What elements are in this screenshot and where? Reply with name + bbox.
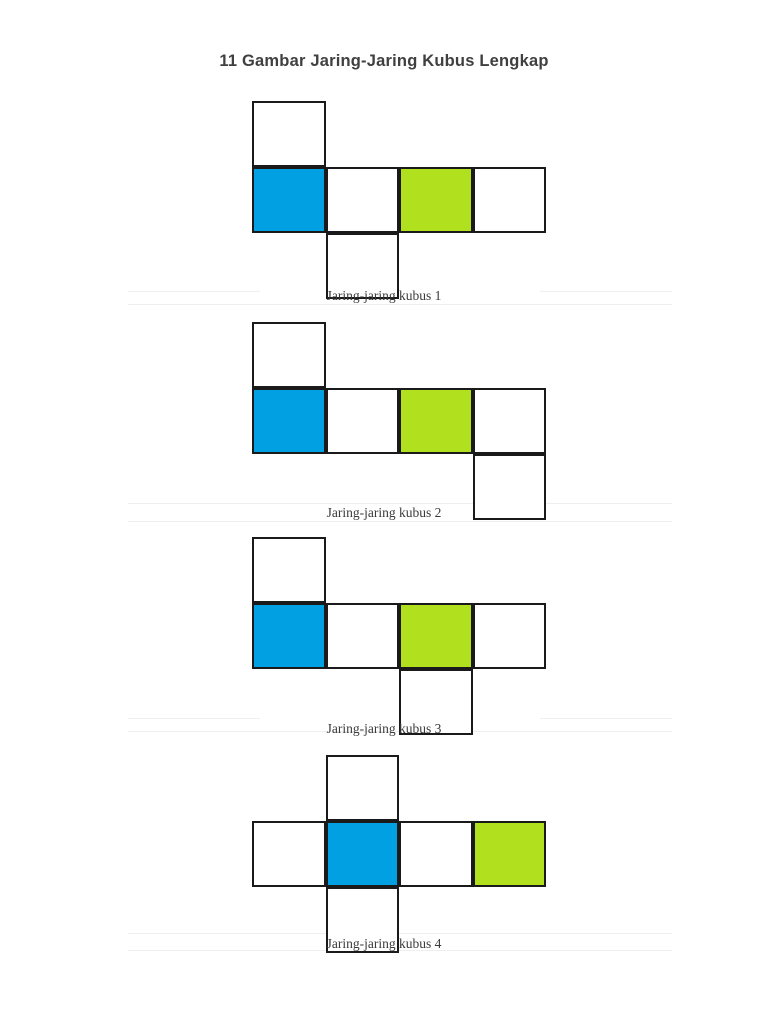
net-cell-white — [325, 233, 399, 299]
cube-net-4 — [252, 755, 546, 953]
page-rule — [128, 503, 672, 504]
net-cell-white — [252, 537, 326, 603]
cube-net-1 — [252, 101, 546, 299]
net-cell-white — [252, 322, 326, 388]
net-cell-blue — [325, 821, 399, 887]
figure-caption-3: Jaring-jaring kubus 3 — [326, 721, 442, 736]
page-rule — [128, 291, 260, 292]
net-cell-white — [472, 167, 546, 233]
net-cell-white — [252, 821, 326, 887]
page-rule — [128, 521, 672, 522]
net-cell-green — [399, 603, 473, 669]
page-rule — [540, 291, 672, 292]
net-cell-white — [472, 388, 546, 454]
page-rule — [128, 304, 672, 305]
cube-net-2 — [252, 322, 546, 520]
net-cell-green — [399, 388, 473, 454]
page-rule — [540, 718, 672, 719]
net-cell-white — [399, 669, 473, 735]
net-cell-blue — [252, 388, 326, 454]
page-rule — [128, 933, 672, 934]
net-cell-white — [399, 821, 473, 887]
net-cell-white — [472, 454, 546, 520]
figure-caption-4: Jaring-jaring kubus 4 — [326, 936, 442, 951]
net-cell-white — [325, 887, 399, 953]
net-cell-blue — [252, 167, 326, 233]
net-cell-white — [325, 603, 399, 669]
net-cell-white — [325, 167, 399, 233]
net-cell-white — [325, 388, 399, 454]
net-cell-green — [399, 167, 473, 233]
page-rule — [128, 950, 672, 951]
page-title: 11 Gambar Jaring-Jaring Kubus Lengkap — [219, 52, 549, 70]
net-cell-white — [325, 755, 399, 821]
net-cell-green — [472, 821, 546, 887]
cube-net-3 — [252, 537, 546, 735]
net-cell-white — [252, 101, 326, 167]
net-cell-blue — [252, 603, 326, 669]
page-rule — [128, 718, 260, 719]
figure-caption-1: Jaring-jaring kubus 1 — [326, 288, 442, 303]
figure-caption-2: Jaring-jaring kubus 2 — [326, 505, 442, 520]
net-cell-white — [472, 603, 546, 669]
